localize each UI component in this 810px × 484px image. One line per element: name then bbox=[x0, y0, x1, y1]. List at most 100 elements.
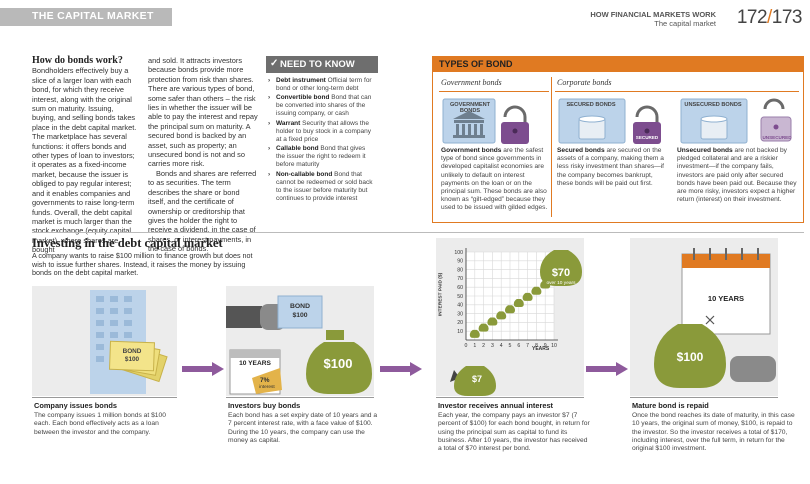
chart-y-label-wrap: INTEREST PAID ($) bbox=[436, 252, 446, 342]
unsecured-bond-term: Unsecured bonds bbox=[677, 147, 733, 154]
step2-caption: Investors buy bonds bbox=[228, 401, 301, 410]
page-numbers: 172/173 bbox=[737, 7, 803, 29]
chart-point-money-bag bbox=[487, 317, 498, 326]
chart-y-tick-label: 10 bbox=[457, 329, 463, 335]
flow-arrow-3 bbox=[586, 362, 628, 376]
chart-y-label: INTEREST PAID ($) bbox=[438, 272, 444, 317]
need-to-know-term: Non-callable bond bbox=[276, 170, 333, 178]
arrow-head bbox=[616, 362, 628, 376]
step3-caption: Investor receives annual interest bbox=[438, 401, 554, 410]
secured-bond-illustration bbox=[558, 98, 661, 144]
coin-stack-top bbox=[578, 115, 606, 123]
chart-point bbox=[496, 311, 507, 320]
bonds-work-col2: and sold. It attracts investors because … bbox=[148, 56, 258, 254]
chart-point-money-bag bbox=[522, 292, 533, 301]
investor-hand bbox=[730, 356, 776, 382]
gov-building-roof bbox=[453, 111, 485, 119]
bullet-arrow-icon: › bbox=[268, 77, 271, 84]
need-to-know-term: Convertible bond bbox=[276, 94, 330, 102]
chart-point bbox=[478, 323, 489, 332]
money-bag-icon bbox=[454, 366, 496, 396]
chart-y-tick-label: 40 bbox=[457, 303, 463, 309]
bullet-arrow-icon: › bbox=[268, 170, 271, 178]
bonds-work-text-3: Bonds and shares are referred to as secu… bbox=[148, 168, 257, 254]
chart-point bbox=[469, 329, 480, 338]
unsecured-bond-text: are not backed by pledged collateral and… bbox=[677, 147, 797, 204]
unsecured-bond-label: UNSECURED BONDS bbox=[684, 102, 742, 108]
step3-caption-rule bbox=[436, 397, 584, 398]
step2-caption-rule bbox=[226, 397, 374, 398]
panel2-bond-value: $100 bbox=[292, 312, 308, 319]
step1-caption: Company issues bonds bbox=[34, 401, 117, 410]
chart-point bbox=[513, 299, 524, 308]
need-to-know-definition: Official term for bond or other long-ter… bbox=[276, 77, 372, 92]
chart-y-tick-label: 90 bbox=[457, 259, 463, 265]
need-to-know-term: Warrant bbox=[276, 119, 301, 127]
need-to-know-term: Callable bond bbox=[276, 145, 319, 153]
need-to-know-list: ›Debt instrument Official term for bond … bbox=[266, 73, 378, 203]
money-bag-icon bbox=[306, 342, 372, 394]
bullet-arrow-icon: › bbox=[268, 145, 271, 153]
gov-heading-rule bbox=[439, 91, 549, 92]
chart-point bbox=[531, 286, 542, 295]
chart-x-tick-label: 5 bbox=[509, 343, 512, 349]
chart-point-money-bag bbox=[531, 286, 542, 295]
need-to-know-definition: Bond that can be converted into shares o… bbox=[276, 94, 372, 118]
page-number-separator: / bbox=[767, 7, 772, 28]
checkmark-icon: ✓ bbox=[270, 58, 279, 69]
gov-building-lintel bbox=[454, 120, 484, 123]
secured-bond-term: Secured bonds bbox=[557, 147, 605, 154]
arrow-head bbox=[410, 362, 422, 376]
interest-tag bbox=[252, 368, 282, 394]
padlock-shackle bbox=[635, 105, 659, 123]
panel2-ten-years: 10 YEARS bbox=[239, 360, 271, 367]
flow-arrow-1 bbox=[182, 362, 224, 376]
investor-buys-illustration bbox=[226, 295, 372, 395]
need-to-know-definition: Bond that cannot be redeemed or sold bac… bbox=[276, 170, 373, 202]
keyhole-icon bbox=[512, 128, 518, 134]
panel4-ten-years: 10 YEARS bbox=[707, 294, 745, 303]
step1-caption-rule bbox=[32, 397, 177, 398]
chart-x-tick-label: 1 bbox=[473, 343, 476, 349]
step4-caption: Mature bond is repaid bbox=[632, 401, 709, 410]
panel1-bond-value: $100 bbox=[124, 356, 140, 363]
chart-y-tick-label: 50 bbox=[457, 294, 463, 300]
open-padlock-shackle bbox=[763, 98, 785, 110]
step1-panel: BOND $100 bbox=[32, 286, 177, 396]
need-to-know-item: › Convertible bond Bond that can be conve… bbox=[268, 94, 376, 118]
arrow-shaft bbox=[182, 366, 212, 372]
step2-description: Each bond has a set expiry date of 10 ye… bbox=[228, 412, 378, 444]
panel2-bag-amount: $100 bbox=[323, 356, 353, 371]
gov-building-column bbox=[468, 124, 471, 135]
bond-certificate bbox=[277, 295, 323, 329]
money-bag-icon bbox=[540, 250, 582, 286]
chart-x-tick-label: 9 bbox=[544, 343, 547, 349]
panel2-bond-label: BOND bbox=[289, 303, 310, 310]
bond-certificate-stack bbox=[109, 340, 168, 383]
bullet-arrow-icon: › bbox=[268, 119, 271, 127]
calendar-header bbox=[230, 350, 280, 358]
chart-point-money-bag bbox=[513, 299, 524, 308]
corp-bonds-heading: Corporate bonds bbox=[557, 78, 612, 87]
arrow-shaft bbox=[380, 366, 410, 372]
investor-sleeve bbox=[226, 306, 262, 328]
gov-building-column bbox=[456, 124, 459, 135]
types-divider bbox=[551, 77, 552, 217]
secured-tag: SECURED bbox=[635, 135, 659, 140]
arrow-head bbox=[212, 362, 224, 376]
bonds-work-col1: How do bonds work? Bondholders effective… bbox=[32, 55, 138, 255]
need-to-know-item: ›Warrant Security that allows the holder… bbox=[268, 120, 376, 144]
chart-x-tick-label: 8 bbox=[535, 343, 538, 349]
gov-bond-illustration bbox=[442, 98, 529, 144]
gov-building-column bbox=[462, 124, 465, 135]
chart-x-label: YEARS bbox=[532, 346, 550, 352]
gov-bond-label: GOVERNMENT BONDS bbox=[449, 102, 491, 114]
chart-point-money-bag bbox=[469, 329, 480, 338]
chart-point bbox=[505, 305, 515, 314]
page-number-right: 173 bbox=[771, 7, 803, 28]
bond-repaid-illustration bbox=[654, 248, 776, 388]
bullet-arrow-icon: › bbox=[268, 94, 271, 102]
